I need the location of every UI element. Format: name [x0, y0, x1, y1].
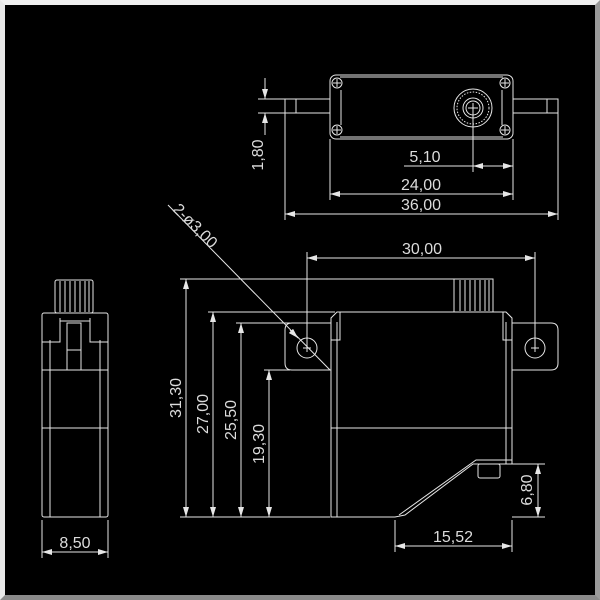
left-tab: [284, 98, 331, 114]
front-body: [330, 311, 513, 518]
dim-step-height: 6,80: [519, 474, 536, 505]
dim-hole-spacing: 30,00: [402, 241, 442, 258]
screw-icon: [331, 77, 511, 136]
front-view: 30,00 2-ø3,00 31,30 27,00 25,50 19,30 6,…: [167, 201, 559, 552]
side-body: [41, 312, 109, 518]
right-tab: [512, 98, 559, 114]
dim-width: 8,50: [59, 535, 90, 552]
dim-body-height: 27,00: [195, 394, 212, 434]
side-spline: [54, 279, 94, 314]
dim-overall-height: 31,30: [168, 378, 185, 418]
side-view: 8,50: [41, 279, 109, 558]
dim-tab-thickness: 1,80: [250, 139, 267, 170]
dim-overall-length: 36,00: [401, 197, 441, 214]
top-view: 5,10 24,00 36,00 1,80: [250, 74, 559, 220]
dim-flange-bottom-height: 19,30: [251, 424, 268, 464]
nut: [477, 463, 501, 479]
dim-hole-callout: 2-ø3,00: [169, 201, 220, 252]
dim-body-length: 24,00: [401, 177, 441, 194]
dim-step-length: 15,52: [433, 529, 473, 546]
top-body: [329, 74, 514, 140]
dim-shaft-offset: 5,10: [409, 149, 440, 166]
dim-flange-top-height: 25,50: [223, 400, 240, 440]
